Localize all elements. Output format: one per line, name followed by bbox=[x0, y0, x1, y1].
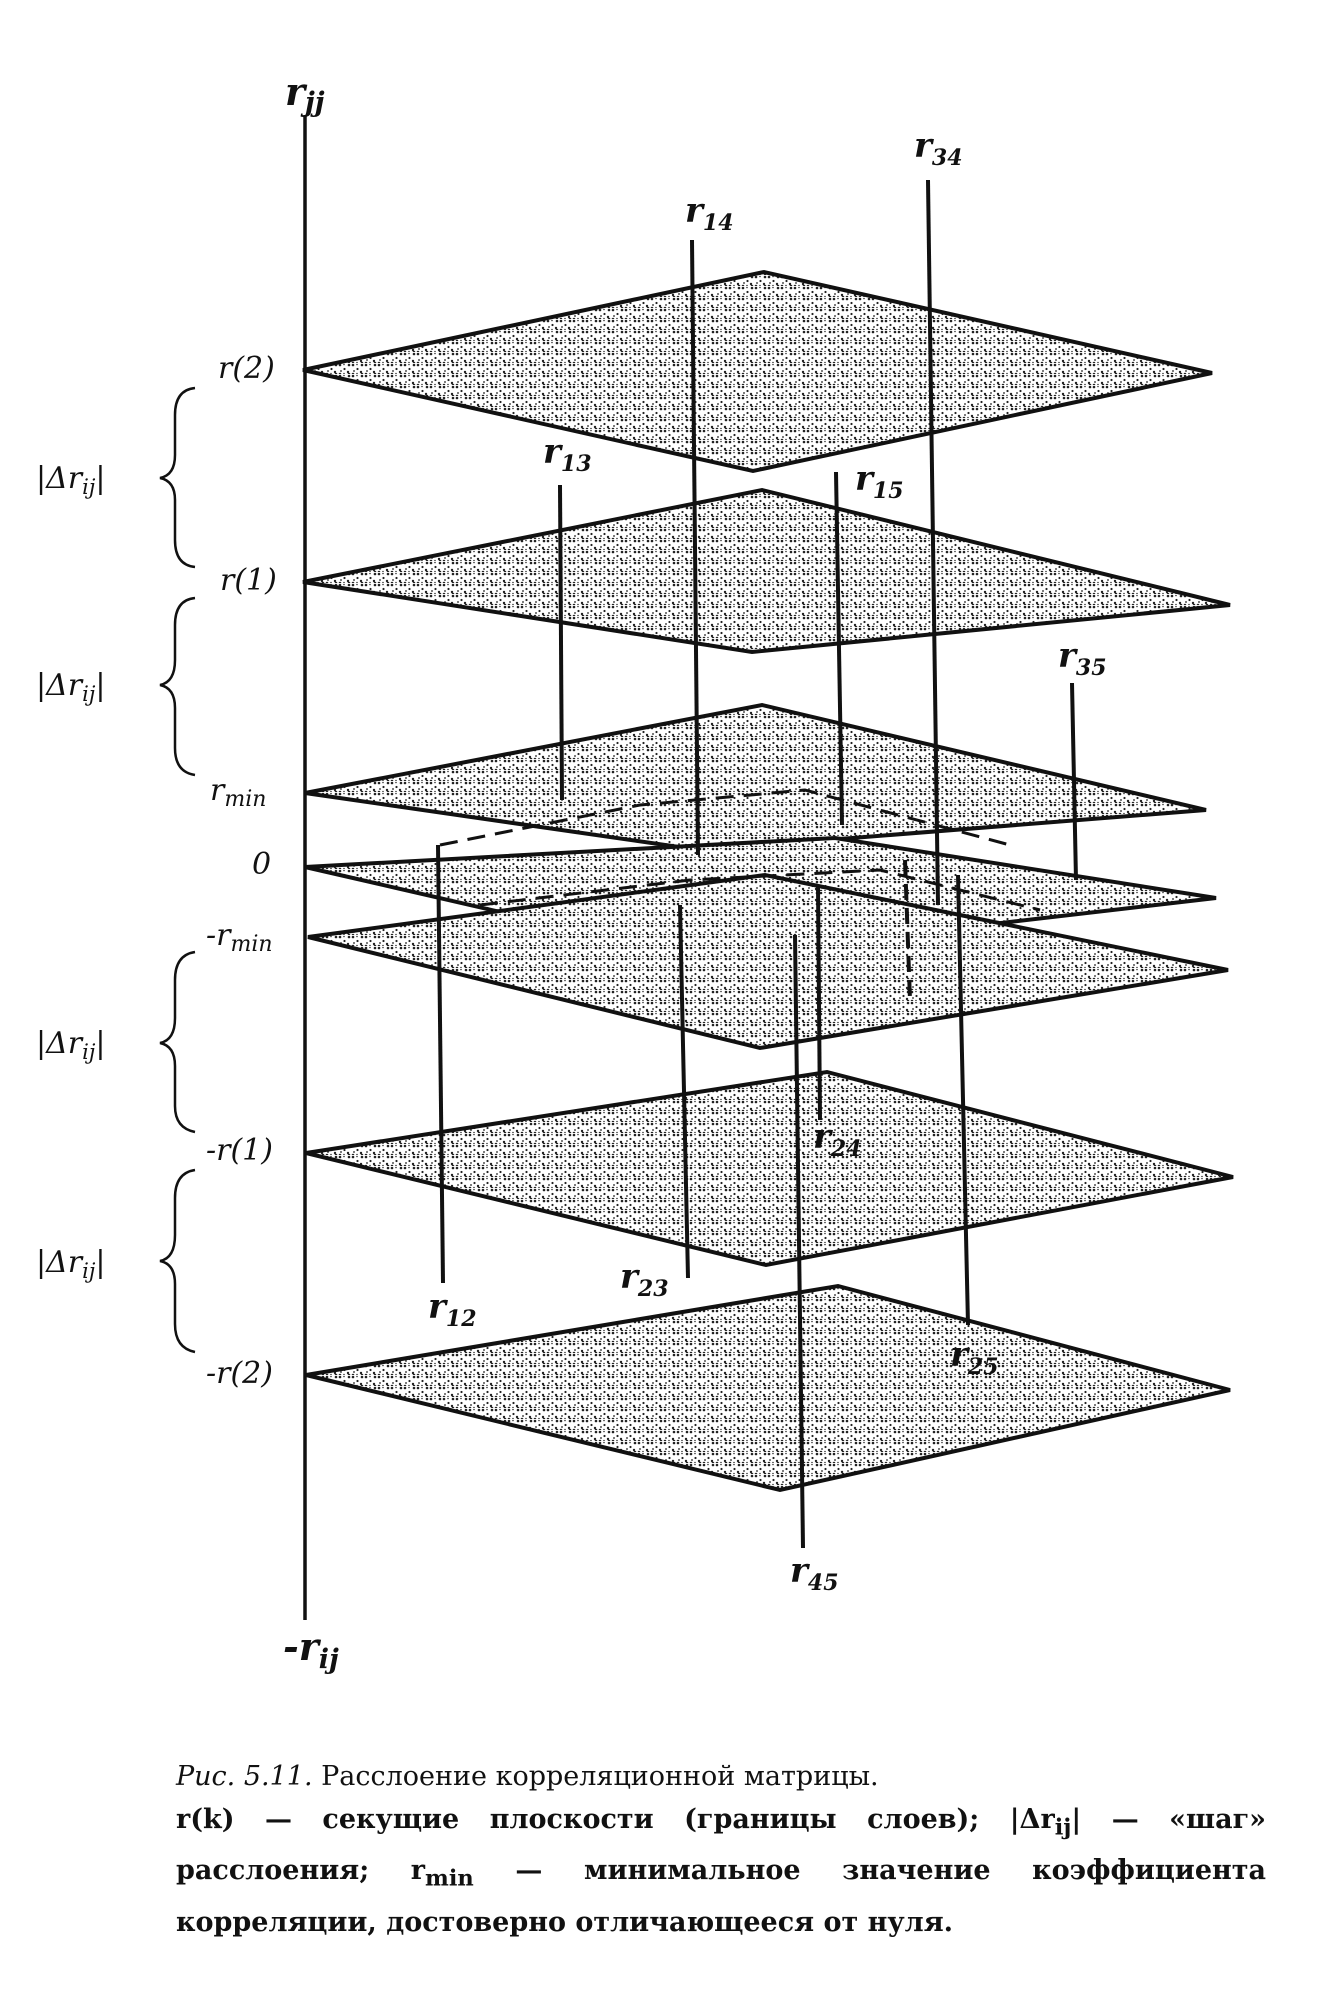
caption-title: Расслоение корреляционной матрицы. bbox=[321, 1761, 879, 1792]
plane-label-neg-r2: -r(2) bbox=[206, 1356, 273, 1391]
vector-r25 bbox=[956, 874, 970, 1326]
stratification-diagram: rjj -rij r(2) r(1) rmin 0 -rmin -r(1) -r… bbox=[36, 69, 1234, 1675]
vector-label-r13: r13 bbox=[543, 432, 592, 477]
plane-label-r2: r(2) bbox=[218, 351, 275, 386]
vector-label-r25: r25 bbox=[950, 1335, 999, 1380]
plane-label-zero: 0 bbox=[252, 847, 271, 882]
vector-r14 bbox=[690, 239, 700, 856]
vector-label-r24: r24 bbox=[813, 1117, 862, 1162]
vector-label-r35: r35 bbox=[1058, 636, 1107, 681]
plane-r1 bbox=[302, 487, 1231, 655]
vector-r24 bbox=[816, 884, 822, 1121]
plane-label-neg-r1: -r(1) bbox=[206, 1133, 273, 1168]
plane-rmin bbox=[304, 702, 1207, 853]
vector-label-r12: r12 bbox=[428, 1287, 477, 1332]
vector-r45 bbox=[793, 934, 805, 1549]
vector-label-r34: r34 bbox=[914, 126, 963, 171]
braces bbox=[159, 386, 196, 1354]
vector-r23 bbox=[678, 904, 690, 1279]
axis-bottom-label: -rij bbox=[283, 1624, 339, 1675]
correlation-vectors bbox=[436, 179, 1078, 1549]
plane-label-rmin: rmin bbox=[210, 773, 266, 812]
axis-top-label: rjj bbox=[285, 69, 325, 118]
vector-r12 bbox=[436, 844, 445, 1284]
vector-r34 bbox=[926, 179, 940, 906]
brace-2 bbox=[159, 596, 196, 777]
brace-label-4: |Δrij| bbox=[36, 1245, 105, 1283]
brace-3 bbox=[159, 950, 196, 1134]
vector-label-r23: r23 bbox=[620, 1257, 669, 1302]
caption-description: r(k) — секущие плоскости (границы слоев)… bbox=[176, 1804, 1266, 1938]
plane-neg-rmin bbox=[307, 872, 1229, 1051]
brace-label-3: |Δrij| bbox=[36, 1026, 105, 1064]
vector-r15 bbox=[834, 471, 844, 826]
plane-neg-r2 bbox=[305, 1283, 1231, 1493]
plane-label-neg-rmin: -rmin bbox=[206, 918, 273, 957]
plane-r2 bbox=[302, 269, 1213, 474]
vector-label-r45: r45 bbox=[790, 1551, 839, 1596]
figure-caption: Рис. 5.11. Расслоение корреляционной мат… bbox=[176, 1755, 1266, 1944]
brace-1 bbox=[159, 386, 196, 569]
brace-label-2: |Δrij| bbox=[36, 668, 105, 706]
vector-r13 bbox=[558, 484, 564, 801]
vector-label-r15: r15 bbox=[855, 459, 904, 504]
vector-label-r14: r14 bbox=[685, 191, 734, 236]
caption-title-line: Рис. 5.11. Расслоение корреляционной мат… bbox=[176, 1755, 1266, 1798]
plane-neg-r1 bbox=[305, 1069, 1234, 1268]
figure-number: Рис. 5.11. bbox=[176, 1761, 313, 1792]
plane-label-r1: r(1) bbox=[220, 563, 277, 598]
brace-label-1: |Δrij| bbox=[36, 461, 105, 499]
brace-4 bbox=[159, 1168, 196, 1354]
vector-r35 bbox=[1070, 682, 1078, 881]
